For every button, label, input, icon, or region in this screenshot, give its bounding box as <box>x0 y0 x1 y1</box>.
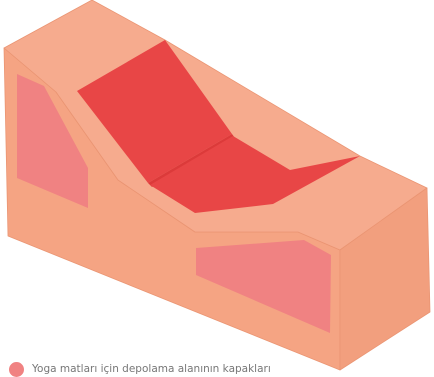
legend-label: Yoga matları için depolama alanının kapa… <box>32 363 271 375</box>
legend-swatch-icon <box>9 362 24 377</box>
bench-end-face <box>339 187 431 371</box>
legend: Yoga matları için depolama alanının kapa… <box>9 362 271 377</box>
seat-back-slope <box>77 40 232 183</box>
storage-lid-left <box>17 74 88 208</box>
storage-lid-right <box>196 240 331 333</box>
seat-front-slope <box>150 136 360 213</box>
